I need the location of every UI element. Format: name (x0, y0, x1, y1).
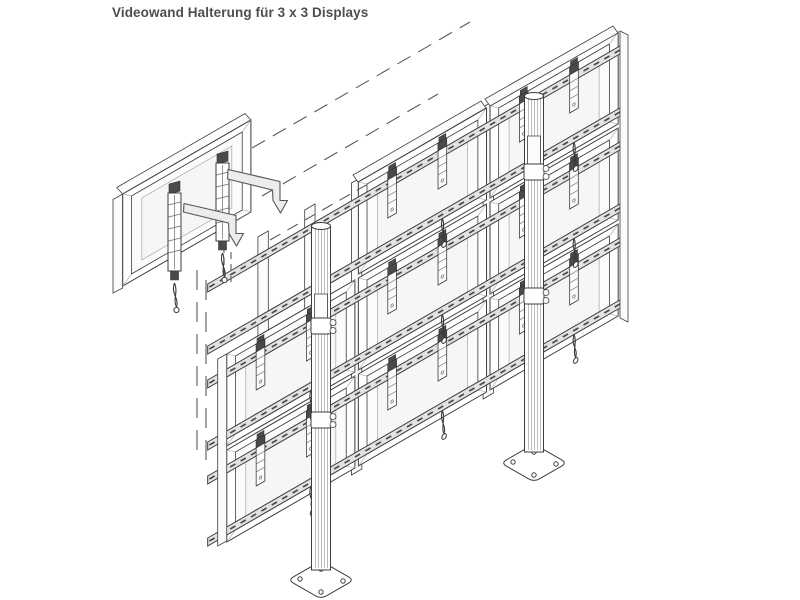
display-top-face (353, 101, 486, 182)
post-cap (525, 93, 544, 100)
pull-cord (220, 252, 228, 284)
hook-bracket (569, 152, 579, 210)
video-wall-grid (206, 31, 623, 547)
hook-bracket (255, 429, 266, 487)
wall-right-side-face (620, 31, 628, 322)
post-connector-plate (528, 136, 541, 164)
detached-display-side-face (113, 194, 123, 293)
insertion-arrow-lower (184, 204, 244, 247)
display-mount-rail-left (167, 180, 182, 281)
hook-bracket (437, 132, 448, 190)
insertion-arrow-upper (228, 170, 288, 214)
wall-left-side-face (218, 354, 227, 546)
hook-bracket (569, 56, 579, 114)
pull-cord (172, 282, 180, 314)
hook-bracket (569, 248, 579, 306)
post-cap (312, 223, 331, 230)
hook-bracket (387, 257, 397, 315)
support-post-right (503, 93, 565, 481)
hook-bracket (387, 161, 397, 219)
display-mount-rail-right (215, 150, 230, 251)
post-connector-plate (315, 294, 328, 320)
detached-display (113, 114, 251, 314)
hook-bracket (255, 333, 266, 391)
hook-bracket (437, 228, 448, 286)
support-post-left (290, 223, 352, 598)
hook-bracket (437, 324, 448, 382)
display-top-face (485, 26, 618, 106)
hook-bracket (387, 353, 397, 411)
figure-title: Videowand Halterung für 3 x 3 Displays (112, 5, 369, 20)
